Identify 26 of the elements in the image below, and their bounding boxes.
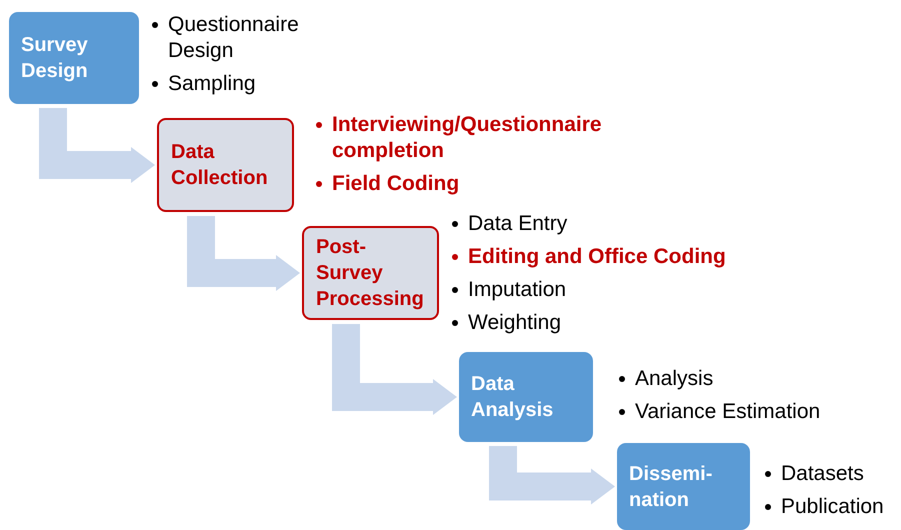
bent-arrow [332,324,457,415]
step-title: Survey Design [21,33,89,84]
list-item: Analysis [635,366,714,392]
bent-arrow [39,108,155,183]
bent-arrow [187,216,300,291]
step-title: Post- Survey Processing [316,235,425,312]
list-item: Field Coding [332,171,460,197]
list-item: Sampling [168,71,256,97]
step-title: Data Analysis [471,372,554,423]
list-item: Datasets [781,461,864,487]
step-box [157,118,294,212]
step-box [617,443,750,530]
list-item: Variance Estimation [635,399,820,425]
list-item: Weighting [468,310,562,336]
step-box [302,226,439,320]
step-title: Dissemi- nation [629,462,714,512]
step-title: Data Collection [171,140,269,191]
step-box [9,12,139,104]
step-box [459,352,593,442]
list-item: Imputation [468,277,566,303]
list-item: Interviewing/Questionnaire completion [332,112,603,164]
list-item: Data Entry [468,211,568,237]
list-item: Publication [781,494,884,520]
bent-arrow [489,446,615,504]
list-item: Questionnaire Design [168,12,300,64]
list-item: Editing and Office Coding [468,244,726,270]
